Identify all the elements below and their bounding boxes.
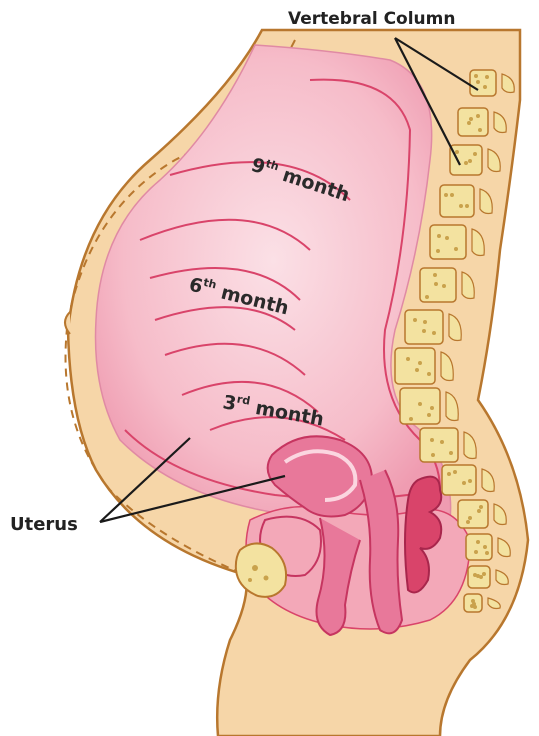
bone-texture — [447, 472, 451, 476]
bone-texture — [469, 117, 473, 121]
bone-texture — [473, 152, 477, 156]
bone-texture — [462, 481, 466, 485]
vertebra — [440, 185, 474, 217]
bone-texture — [423, 320, 427, 324]
bone-texture — [415, 368, 419, 372]
bone-texture — [482, 572, 486, 576]
vertebra — [466, 534, 492, 560]
bone-texture — [455, 150, 459, 154]
bone-texture — [430, 406, 434, 410]
bone-texture — [422, 329, 426, 333]
bone-texture — [450, 193, 454, 197]
bone-texture — [476, 80, 480, 84]
bone-texture — [477, 509, 481, 513]
uterus-label: Uterus — [10, 514, 78, 535]
bone-texture — [485, 551, 489, 555]
bone-texture — [485, 75, 489, 79]
bone-texture — [444, 193, 448, 197]
bone-texture — [409, 417, 413, 421]
vertebra — [470, 70, 496, 96]
bone-texture — [467, 121, 471, 125]
bone-texture — [445, 236, 449, 240]
bone-texture — [478, 128, 482, 132]
bone-texture — [406, 357, 410, 361]
bone-texture — [465, 204, 469, 208]
bone-texture — [437, 234, 441, 238]
vertebra — [420, 428, 458, 462]
vertebra — [458, 500, 488, 528]
vertebra — [430, 225, 466, 259]
bone-texture — [427, 413, 431, 417]
bone-texture — [474, 550, 478, 554]
vertebra — [395, 348, 435, 384]
bone-texture — [449, 451, 453, 455]
bone-texture — [468, 479, 472, 483]
bone-texture — [427, 372, 431, 376]
bone-texture — [476, 540, 480, 544]
bone-texture — [432, 331, 436, 335]
uterus-9th-month — [96, 45, 451, 524]
bone-texture — [436, 249, 440, 253]
bone-texture — [440, 440, 444, 444]
vertebra — [450, 145, 482, 175]
bone-texture — [434, 282, 438, 286]
bone-texture — [442, 284, 446, 288]
bone-texture — [459, 204, 463, 208]
bone-texture — [468, 516, 472, 520]
vertebral-column-label: Vertebral Column — [288, 9, 455, 29]
bone-texture — [474, 74, 478, 78]
bone-texture — [468, 159, 472, 163]
vertebra — [405, 310, 443, 344]
bone-texture — [418, 361, 422, 365]
bone-texture — [473, 573, 477, 577]
bone-texture — [479, 505, 483, 509]
bone-texture — [433, 273, 437, 277]
bone-texture — [418, 402, 422, 406]
bone-texture — [425, 295, 429, 299]
bone-texture — [473, 605, 477, 609]
bone-texture — [431, 453, 435, 457]
navel — [65, 312, 70, 334]
bone-texture — [413, 318, 417, 322]
bone-texture — [454, 247, 458, 251]
bone-texture — [453, 470, 457, 474]
vertebra — [458, 108, 488, 136]
bone-texture — [466, 520, 470, 524]
bone-texture — [483, 85, 487, 89]
bone-texture — [464, 161, 468, 165]
bone-texture — [430, 438, 434, 442]
bone-texture — [476, 114, 480, 118]
bone-texture — [483, 545, 487, 549]
